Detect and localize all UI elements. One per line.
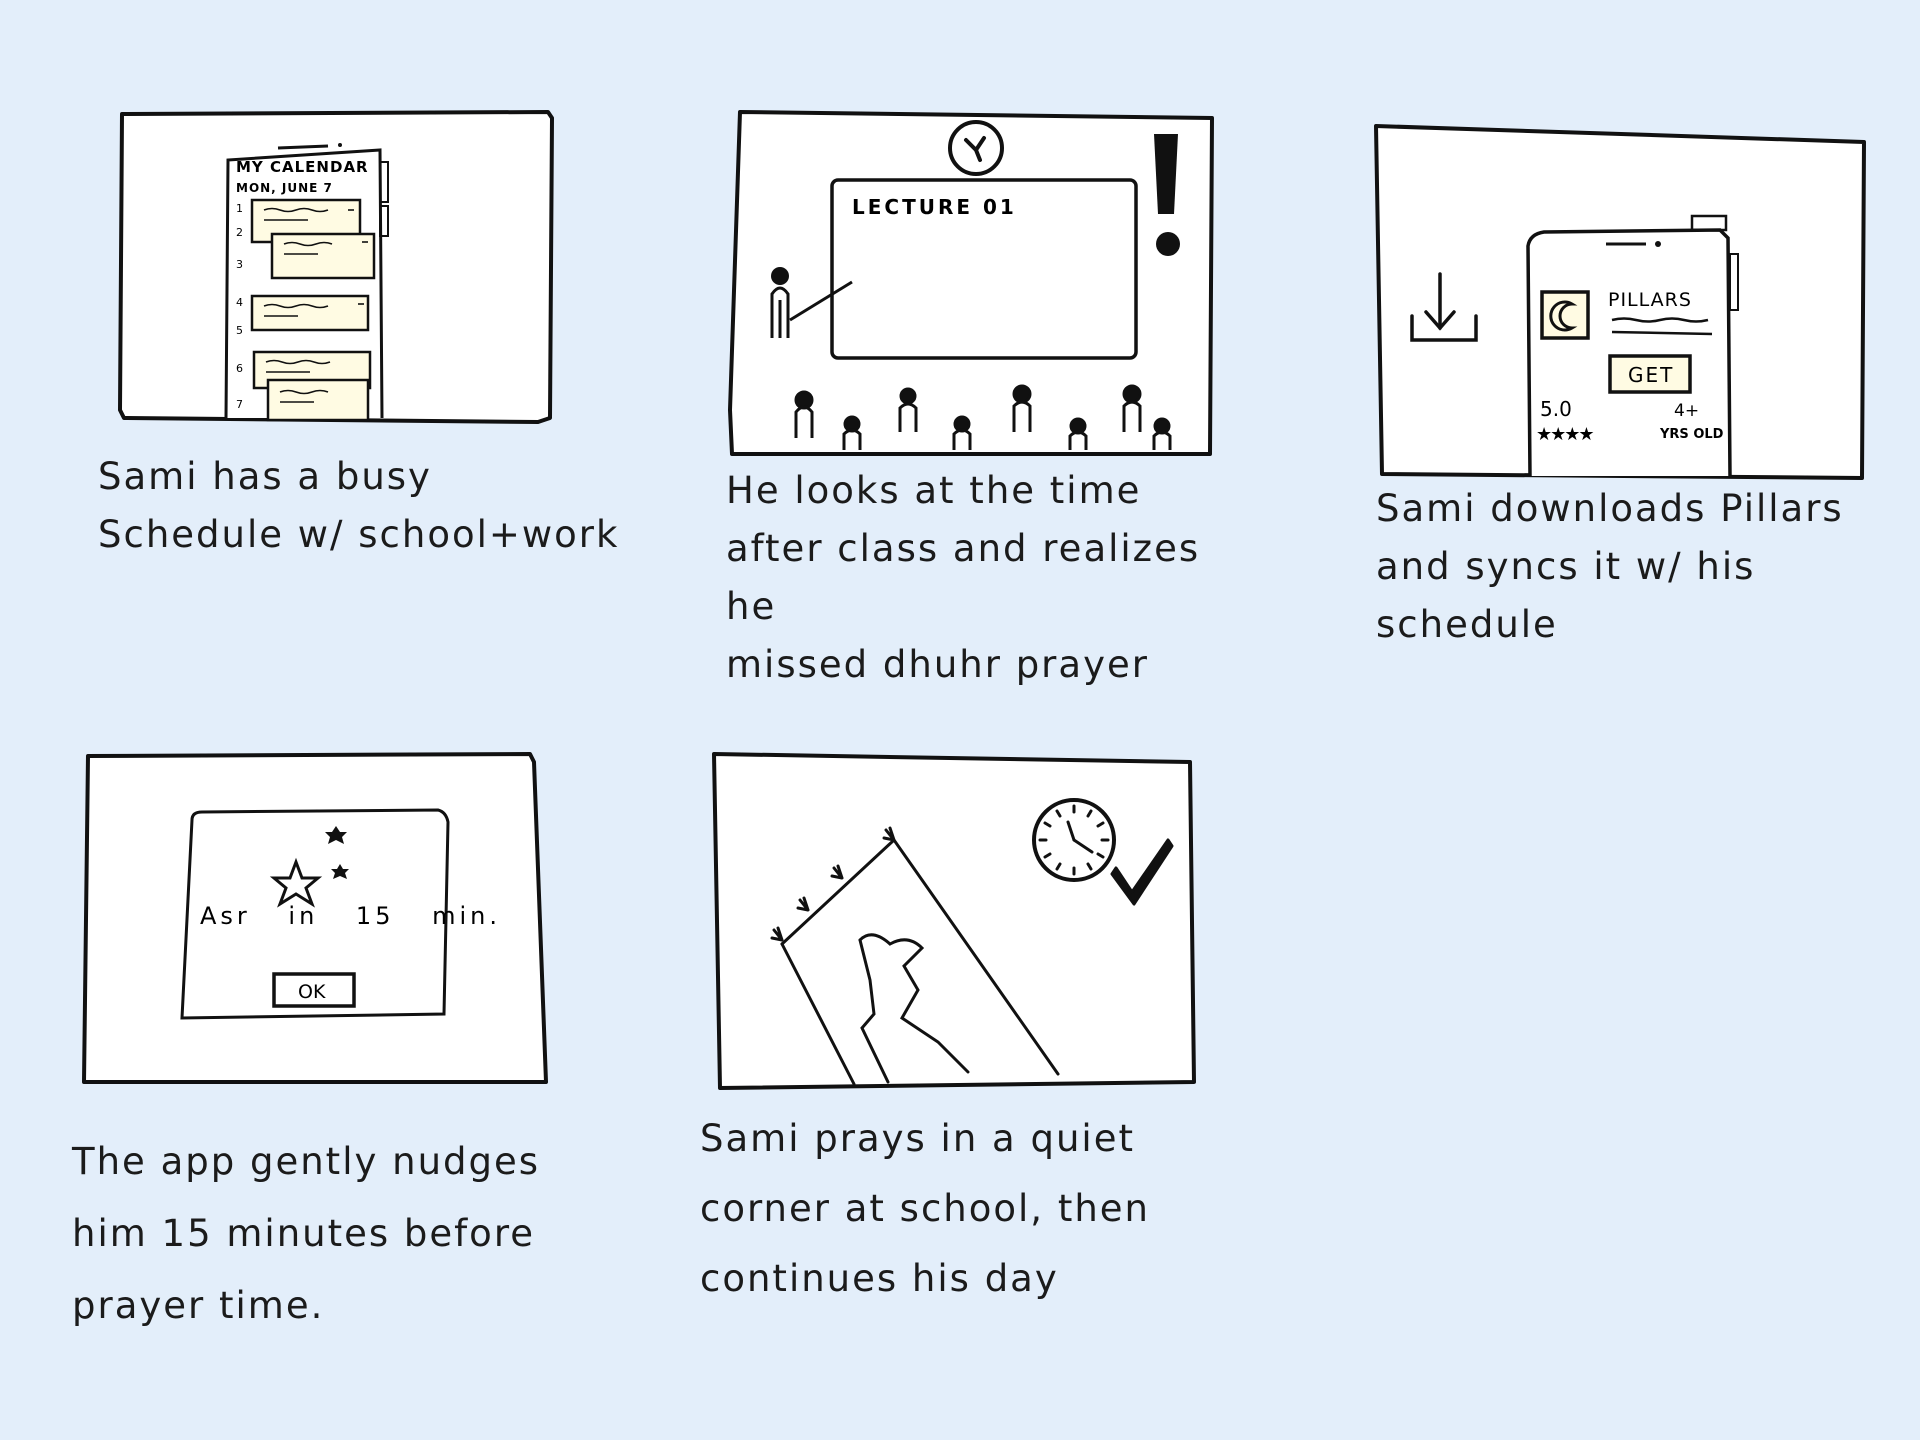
panel-1-caption: Sami has a busy Schedule w/ school+work bbox=[98, 455, 620, 556]
clock-icon bbox=[1032, 798, 1116, 882]
lecture-board bbox=[830, 178, 1138, 360]
hour-label: 6 bbox=[236, 362, 243, 375]
star-icon: ★★★★ bbox=[1536, 424, 1593, 445]
storyboard-panel-3: PILLARS GET 5.0 ★★★★ 4+ YRS OLD Sami dow… bbox=[1374, 124, 1868, 646]
hour-label: 4 bbox=[236, 296, 243, 309]
checkmark-icon bbox=[1110, 838, 1174, 906]
moon-icon bbox=[1540, 290, 1590, 340]
panel-5-caption: Sami prays in a quiet corner at school, … bbox=[700, 1117, 1150, 1300]
panel-2-sketch: LECTURE 01 bbox=[728, 110, 1214, 456]
ok-label: OK bbox=[298, 981, 326, 1003]
app-name: PILLARS bbox=[1608, 289, 1692, 311]
hour-label: 7 bbox=[236, 398, 243, 411]
storyboard-panel-2: LECTURE 01 He looks at the time after cl… bbox=[726, 110, 1218, 686]
board-title: LECTURE 01 bbox=[852, 195, 1017, 219]
student-icon bbox=[794, 384, 1172, 450]
download-icon bbox=[1410, 272, 1478, 342]
age-rating: 4+ bbox=[1674, 401, 1699, 421]
calendar-date: MON, JUNE 7 bbox=[236, 181, 333, 195]
age-unit: YRS OLD bbox=[1659, 427, 1724, 442]
calendar-event-icon bbox=[250, 198, 376, 422]
ok-button[interactable] bbox=[272, 972, 356, 1008]
hour-label: 2 bbox=[236, 226, 243, 239]
prayer-mat-icon bbox=[770, 826, 1060, 1086]
panel-3-sketch: PILLARS GET 5.0 ★★★★ 4+ YRS OLD bbox=[1374, 124, 1866, 480]
panel-frame bbox=[712, 752, 1196, 1090]
panel-2-caption: He looks at the time after class and rea… bbox=[726, 469, 1201, 686]
calendar-title: MY CALENDAR bbox=[236, 158, 369, 176]
hour-label: 5 bbox=[236, 324, 243, 337]
star-icon bbox=[269, 826, 349, 908]
panel-4-sketch: Asr in 15 min. OK bbox=[82, 752, 548, 1084]
hour-label: 1 bbox=[236, 202, 243, 215]
notification-card bbox=[180, 808, 450, 1020]
panel-5-sketch bbox=[712, 752, 1196, 1090]
storyboard-panel-4: Asr in 15 min. OK The app gently nudges … bbox=[72, 752, 548, 1327]
storyboard-panel-5: Sami prays in a quiet corner at school, … bbox=[700, 752, 1196, 1300]
panel-1-sketch: MY CALENDAR MON, JUNE 7 1 2 3 4 5 6 7 bbox=[118, 110, 554, 424]
get-label: GET bbox=[1628, 363, 1674, 387]
get-button[interactable] bbox=[1608, 354, 1692, 394]
rating-value: 5.0 bbox=[1540, 397, 1572, 421]
hour-label: 3 bbox=[236, 258, 243, 271]
notice-text: Asr in 15 min. bbox=[200, 902, 501, 930]
panel-3-caption: Sami downloads Pillars and syncs it w/ h… bbox=[1376, 487, 1844, 646]
storyboard-panel-1: MY CALENDAR MON, JUNE 7 1 2 3 4 5 6 7 bbox=[98, 110, 617, 556]
clock-icon bbox=[948, 120, 1004, 176]
panel-4-caption: The app gently nudges him 15 minutes bef… bbox=[72, 1140, 541, 1327]
teacher-icon bbox=[770, 267, 853, 338]
exclamation-icon bbox=[1154, 134, 1180, 256]
